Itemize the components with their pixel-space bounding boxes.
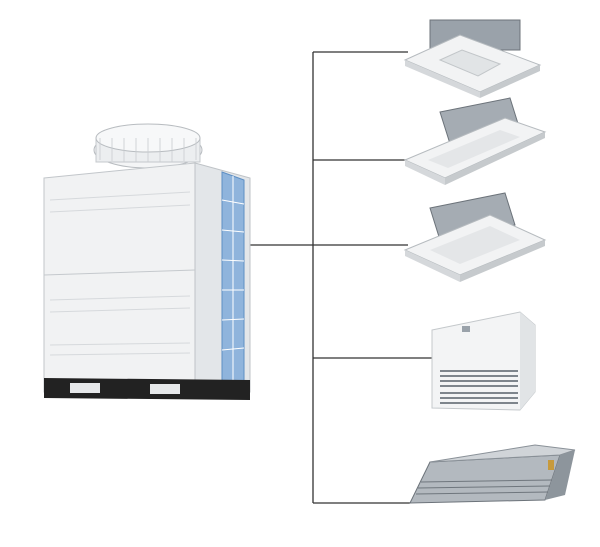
indoor-unit-one-way-cassette [403, 97, 547, 185]
indoor-unit-two-way-cassette [403, 192, 547, 282]
outdoor-front-panel [43, 162, 196, 397]
indoor-unit-floor-standing [431, 311, 536, 411]
air-grille [440, 370, 518, 404]
logo-mark [462, 326, 470, 332]
outdoor-unit [43, 123, 251, 400]
indoor-unit-four-way-cassette [403, 19, 542, 98]
piping-lines [250, 51, 432, 504]
indoor-unit-ducted [409, 444, 576, 504]
